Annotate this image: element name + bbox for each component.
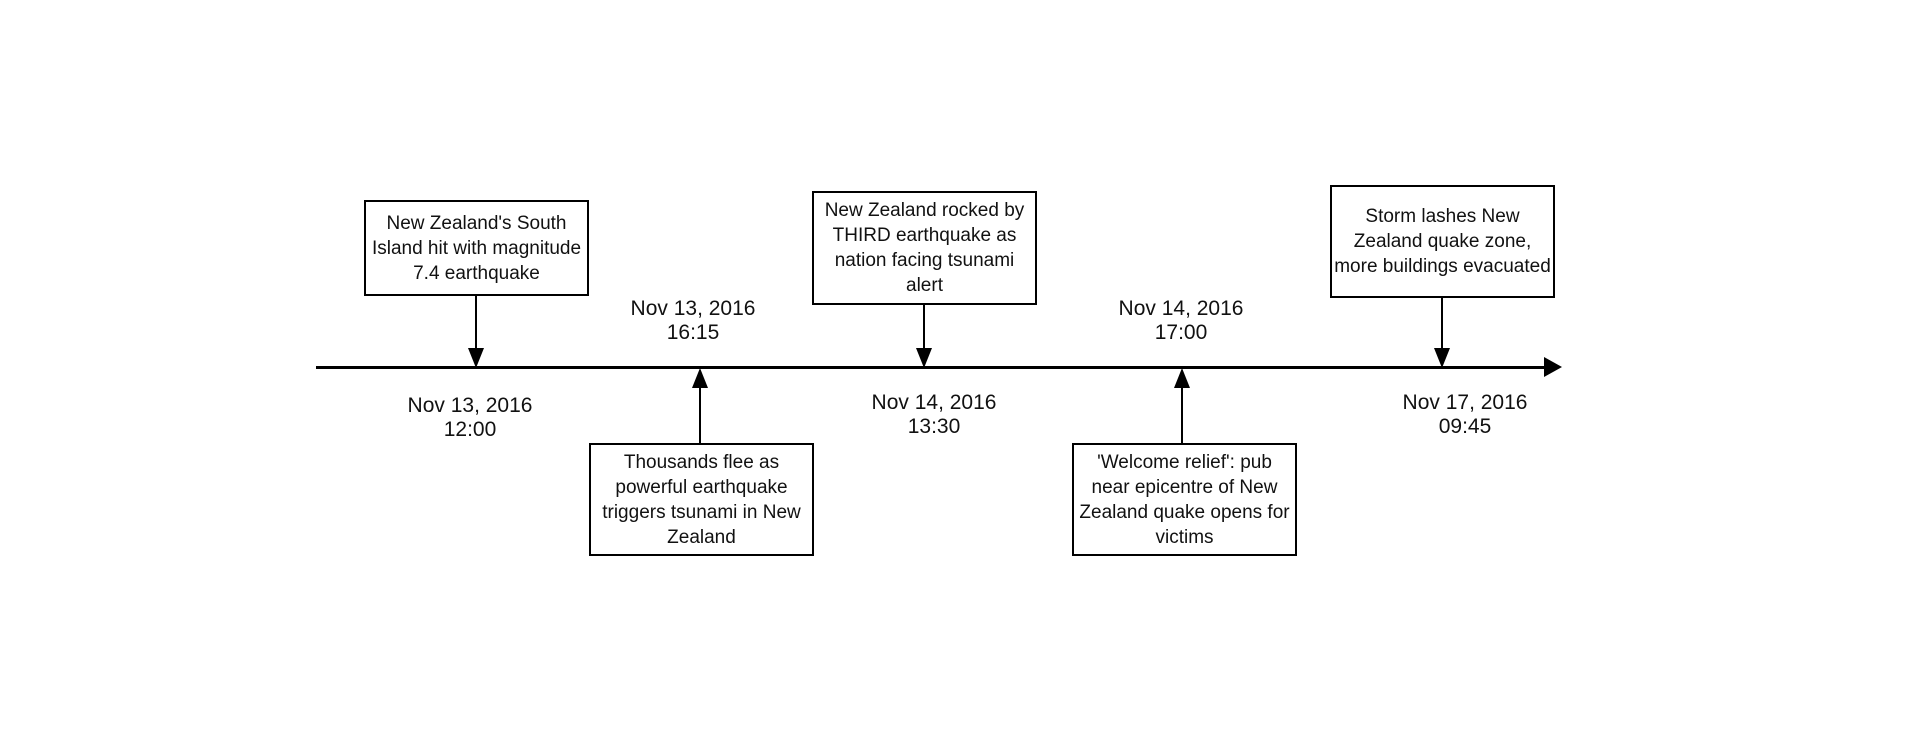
event-datetime-2: Nov 13, 2016 16:15 (631, 297, 756, 345)
event-time: 09:45 (1438, 415, 1492, 438)
event-card-5[interactable]: Storm lashes New Zealand quake zone, mor… (1330, 185, 1555, 298)
event-datetime-3: Nov 14, 2016 13:30 (872, 391, 997, 439)
arrow-down-icon (468, 348, 484, 368)
event-card-4[interactable]: 'Welcome relief': pub near epicentre of … (1072, 443, 1297, 556)
connector-line (699, 386, 701, 443)
connector-line (923, 305, 925, 350)
event-headline: Storm lashes New Zealand quake zone, mor… (1334, 206, 1551, 277)
event-date: Nov 17, 2016 (1402, 391, 1528, 414)
event-date: Nov 14, 2016 (871, 391, 997, 414)
connector-line (1441, 298, 1443, 350)
connector-line (1181, 386, 1183, 443)
event-time: 13:30 (907, 415, 961, 438)
timeline-axis-arrowhead-icon (1544, 357, 1562, 377)
event-datetime-4: Nov 14, 2016 17:00 (1119, 297, 1244, 345)
arrow-up-icon (692, 368, 708, 388)
arrow-down-icon (916, 348, 932, 368)
event-headline: New Zealand rocked by THIRD earthquake a… (824, 200, 1025, 296)
event-headline: 'Welcome relief': pub near epicentre of … (1079, 451, 1290, 548)
event-time: 16:15 (666, 321, 720, 344)
event-date: Nov 14, 2016 (1118, 297, 1244, 320)
event-datetime-5: Nov 17, 2016 09:45 (1403, 391, 1528, 439)
event-card-1[interactable]: New Zealand's South Island hit with magn… (364, 200, 589, 296)
event-date: Nov 13, 2016 (630, 297, 756, 320)
event-datetime-1: Nov 13, 2016 12:00 (408, 394, 533, 442)
event-time: 17:00 (1154, 321, 1208, 344)
event-card-3[interactable]: New Zealand rocked by THIRD earthquake a… (812, 191, 1037, 305)
arrow-up-icon (1174, 368, 1190, 388)
event-card-2[interactable]: Thousands flee as powerful earthquake tr… (589, 443, 814, 556)
connector-line (475, 296, 477, 350)
event-date: Nov 13, 2016 (407, 394, 533, 417)
event-time: 12:00 (443, 418, 497, 441)
event-headline: Thousands flee as powerful earthquake tr… (602, 451, 801, 548)
event-headline: New Zealand's South Island hit with magn… (371, 212, 582, 284)
arrow-down-icon (1434, 348, 1450, 368)
